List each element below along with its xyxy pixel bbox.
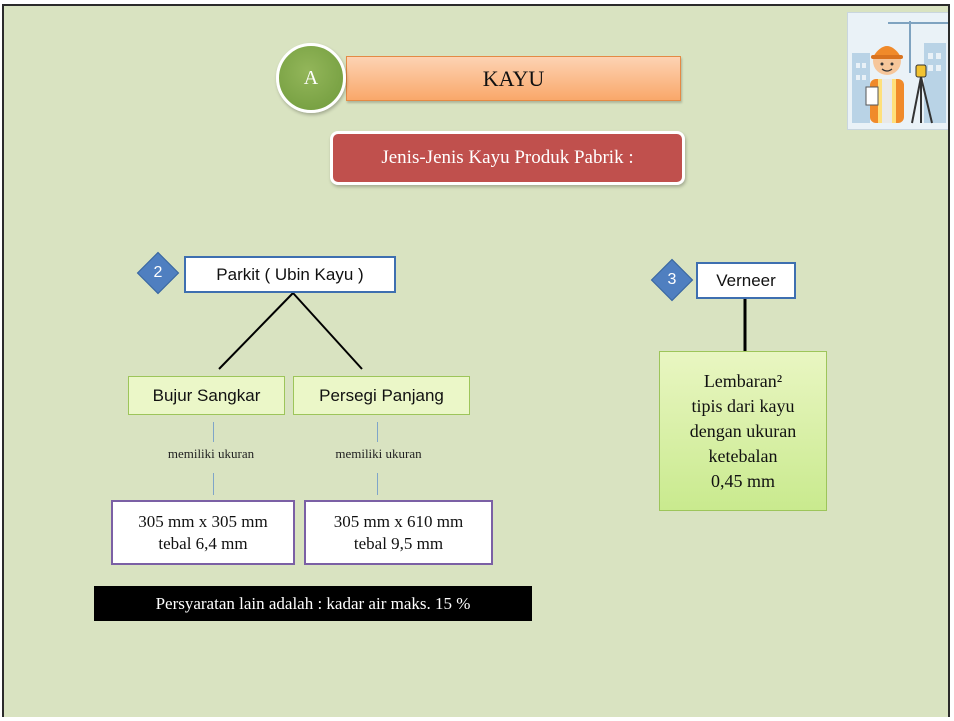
size-box-bujur-sangkar: 305 mm x 305 mm tebal 6,4 mm — [111, 500, 295, 565]
verneer-desc-line: tipis dari kayu — [691, 395, 795, 416]
vline-persegi-top — [377, 422, 378, 442]
size-thickness: tebal 6,4 mm — [158, 533, 248, 553]
connector-parkit-left — [218, 292, 294, 370]
connector-parkit-right — [292, 292, 363, 370]
verneer-number-diamond: 3 — [651, 259, 693, 301]
section-circle: A — [276, 43, 346, 113]
parkit-number-diamond: 2 — [137, 252, 179, 294]
subtitle-text: Jenis-Jenis Kayu Produk Pabrik : — [381, 147, 634, 168]
size-dimensions: 305 mm x 610 mm — [333, 511, 464, 531]
parkit-label: Parkit ( Ubin Kayu ) — [216, 264, 364, 284]
vline-bujur-top — [213, 422, 214, 442]
vline-bujur-bottom — [213, 473, 214, 495]
verneer-desc-line: 0,45 mm — [710, 470, 775, 491]
verneer-desc-line: ketebalan — [708, 445, 778, 466]
verneer-number: 3 — [667, 271, 677, 288]
type-label: Persegi Panjang — [319, 385, 444, 405]
verneer-description-box: Lembaran² tipis dari kayu dengan ukuran … — [659, 351, 827, 511]
surveyor-engineer-icon — [847, 12, 948, 130]
size-thickness: tebal 9,5 mm — [353, 533, 444, 553]
title-bar: KAYU — [346, 56, 681, 101]
slide: KAYU A Jenis-Jenis Kayu Produk Pabrik : — [2, 4, 950, 717]
page-title: KAYU — [482, 65, 545, 91]
connector-label-bujur: memiliki ukuran — [167, 446, 255, 461]
subtitle-box: Jenis-Jenis Kayu Produk Pabrik : — [330, 131, 685, 185]
connector-lines — [218, 292, 747, 370]
parkit-number: 2 — [153, 264, 163, 281]
size-box-persegi-panjang: 305 mm x 610 mm tebal 9,5 mm — [304, 500, 493, 565]
type-box-persegi-panjang: Persegi Panjang — [293, 376, 470, 415]
size-dimensions: 305 mm x 305 mm — [138, 511, 268, 531]
vline-persegi-bottom — [377, 473, 378, 495]
verneer-desc-line: Lembaran² — [703, 370, 783, 391]
surveyor-illustration — [852, 21, 948, 124]
type-box-bujur-sangkar: Bujur Sangkar — [128, 376, 285, 415]
parkit-label-box: Parkit ( Ubin Kayu ) — [184, 256, 396, 293]
verneer-desc-line: dengan ukuran — [689, 420, 797, 441]
connector-label-persegi: memiliki ukuran — [335, 446, 422, 461]
requirement-note: Persyaratan lain adalah : kadar air maks… — [94, 586, 532, 621]
requirement-text: Persyaratan lain adalah : kadar air maks… — [155, 593, 471, 613]
section-letter: A — [303, 66, 319, 89]
type-label: Bujur Sangkar — [152, 385, 261, 405]
verneer-label: Verneer — [716, 270, 776, 290]
verneer-label-box: Verneer — [696, 262, 796, 299]
